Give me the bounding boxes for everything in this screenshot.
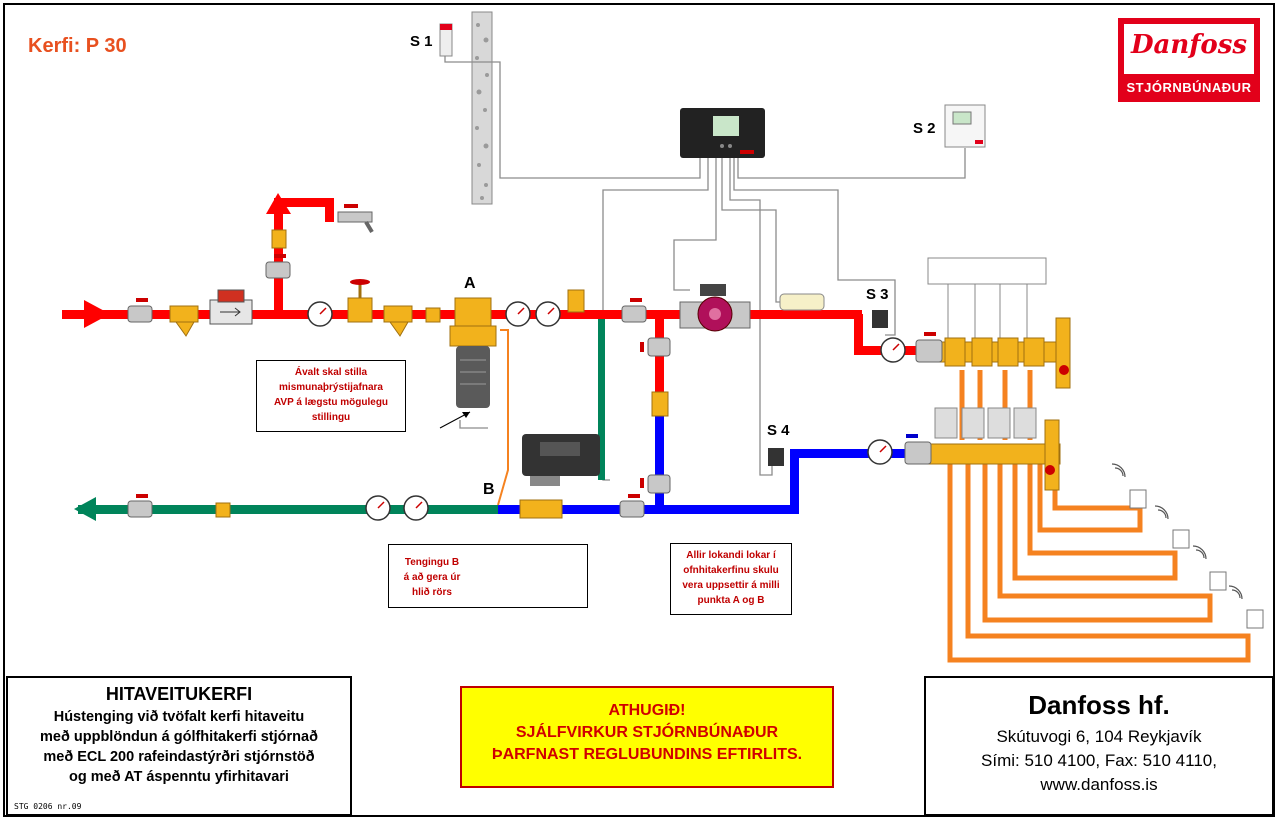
label-s3: S 3	[866, 286, 889, 303]
note-avp: Ávalt skal stilla mismunaþrýstijafnara A…	[256, 360, 406, 432]
note-avp-line: Ávalt skal stilla	[294, 367, 368, 378]
label-s2: S 2	[913, 120, 936, 137]
title-box: HITAVEITUKERFI Hústenging við tvöfalt ke…	[6, 676, 352, 816]
warning-line: SJÁLFVIRKUR STJÓRNBÚNAÐUR	[515, 724, 779, 741]
pump-icon	[679, 284, 751, 332]
note-avp-line: stillingu	[311, 412, 351, 423]
note-connection-b: Tengingu B á að gera úr hlið rörs	[388, 544, 588, 608]
signal-wires	[444, 55, 966, 481]
title-box-heading: HITAVEITUKERFI	[105, 684, 253, 704]
label-point-b: B	[483, 481, 495, 498]
room-sensor-icon	[944, 104, 986, 148]
note-valves: Allir lokandi lokar í ofnhitakerfinu sku…	[670, 543, 792, 615]
actuator-icon	[519, 434, 600, 519]
warning-box: ATHUGIÐ! SJÁLFVIRKUR STJÓRNBÚNAÐUR ÞARFN…	[460, 686, 834, 788]
note-valves-line: Allir lokandi lokar í	[686, 550, 776, 561]
label-point-a: A	[464, 275, 476, 292]
label-s4: S 4	[767, 422, 790, 439]
company-phone: Sími: 510 4100, Fax: 510 4110,	[981, 751, 1217, 770]
return-blue-pipe	[498, 405, 920, 514]
overheat-thermostat-icon	[779, 293, 825, 311]
note-pointer	[439, 411, 471, 429]
danfoss-logo: Danfoss STJÓRNBÚNAÐUR	[1118, 18, 1260, 102]
tap-icon	[337, 204, 374, 234]
note-avp-line: mismunaþrýstijafnara	[279, 382, 383, 393]
company-box: Danfoss hf. Skútuvogi 6, 104 Reykjavík S…	[924, 676, 1274, 816]
thermostat-icon	[1111, 463, 1264, 629]
title-box-line: Hústenging við tvöfalt kerfi hitaveitu	[53, 709, 305, 725]
note-connection-line: hlið rörs	[411, 587, 452, 598]
floor-heating-loops	[947, 370, 1251, 663]
strainer-icon	[169, 229, 669, 518]
return-green-pipe	[74, 315, 605, 521]
diagram-frame	[3, 3, 1275, 817]
manifold-icon	[919, 257, 1071, 491]
note-connection-line: á að gera úr	[403, 572, 461, 583]
note-valves-line: punkta A og B	[697, 595, 765, 606]
company-address: Skútuvogi 6, 104 Reykjavík	[996, 727, 1202, 746]
warning-line: ÞARFNAST REGLUBUNDINS EFTIRLITS.	[491, 746, 803, 763]
title-box-line: og með AT áspenntu yfirhitavari	[69, 769, 289, 785]
label-s1: S 1	[410, 33, 433, 50]
logo-brand: Danfoss	[1130, 30, 1248, 60]
title-box-line: með ECL 200 rafeindastýrðri stjórnstöð	[43, 749, 315, 765]
note-avp-line: AVP á lægstu mögulegu	[273, 397, 389, 408]
company-website: www.danfoss.is	[1040, 775, 1158, 794]
meter-icon	[209, 289, 253, 325]
logo-subtitle: STJÓRNBÚNAÐUR	[1126, 80, 1252, 95]
outdoor-sensor-icon	[439, 23, 453, 57]
impulse-tube	[497, 329, 509, 506]
wall-icon	[471, 11, 493, 205]
note-connection-line: Tengingu B	[404, 557, 460, 568]
gate-valve-icon	[347, 279, 373, 323]
controller-icon	[680, 108, 765, 158]
warning-line: ATHUGIÐ!	[608, 702, 686, 719]
doc-code: STG 0206 nr.09	[14, 802, 82, 811]
avp-controller-icon	[449, 297, 497, 408]
company-name: Danfoss hf.	[1028, 690, 1170, 720]
note-valves-line: vera uppsettir á milli	[682, 580, 780, 591]
note-valves-line: ofnhitakerfinu skulu	[683, 565, 779, 576]
system-title: Kerfi: P 30	[28, 35, 127, 57]
temperature-sensor-icon	[768, 310, 888, 466]
valve-icon	[127, 254, 943, 518]
title-box-line: með uppblöndun á gólfhitakerfi stjórnað	[40, 729, 318, 745]
